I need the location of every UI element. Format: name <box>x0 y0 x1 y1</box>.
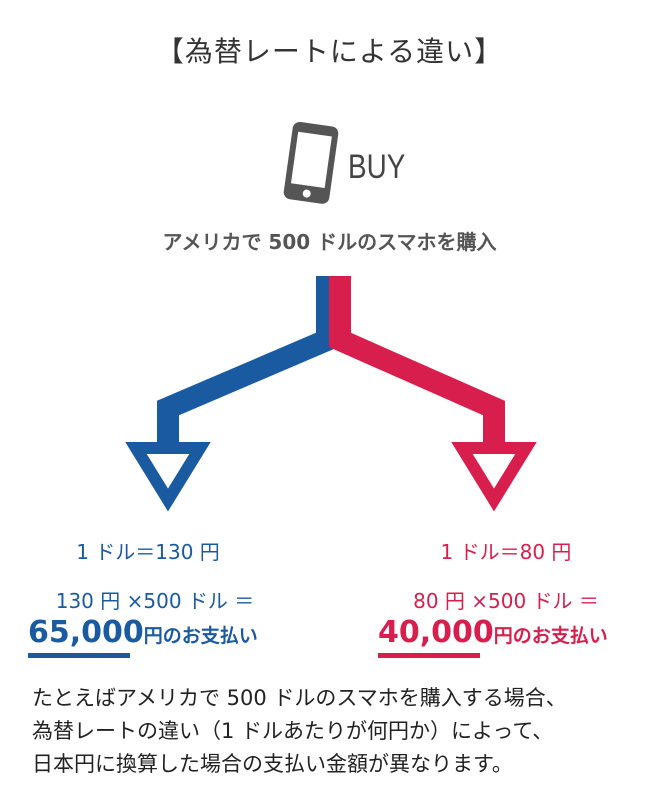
subtitle: アメリカで 500 ドルのスマホを購入 <box>162 230 497 254</box>
description-line: たとえばアメリカで 500 ドルのスマホを購入する場合、 <box>32 686 567 710</box>
blue-arrow-head <box>125 442 211 512</box>
left-amount: 65,000 <box>28 615 144 650</box>
right-calculation: 80 円 ×500 ドル ＝ <box>413 589 599 613</box>
left-calculation: 130 円 ×500 ドル ＝ <box>55 589 255 613</box>
right-amount-suffix: 円のお支払い <box>493 625 608 647</box>
buy-label: BUY <box>348 148 406 186</box>
right-rate: 1 ドル＝80 円 <box>440 540 572 564</box>
blue-arrow-shaft <box>157 276 338 465</box>
left-amount-suffix: 円のお支払い <box>143 625 258 647</box>
description-line: 日本円に換算した場合の支払い金額が異なります。 <box>32 752 513 776</box>
split-arrows-diagram <box>125 276 537 512</box>
red-arrow-head <box>451 442 537 512</box>
left-rate: 1 ドル＝130 円 <box>76 540 220 564</box>
description: たとえばアメリカで 500 ドルのスマホを購入する場合、 為替レートの違い（1 … <box>32 682 642 781</box>
red-arrow-shaft <box>329 276 505 465</box>
smartphone-icon <box>283 121 339 204</box>
right-amount: 40,000 <box>378 615 494 650</box>
left-underline <box>28 653 130 658</box>
right-total: 40,000円のお支払い <box>378 615 608 650</box>
page-title: 【為替レートによる違い】 <box>155 35 504 68</box>
left-total: 65,000円のお支払い <box>28 615 258 650</box>
description-line: 為替レートの違い（1 ドルあたりが何円か）によって、 <box>32 719 554 743</box>
right-underline <box>378 653 480 658</box>
